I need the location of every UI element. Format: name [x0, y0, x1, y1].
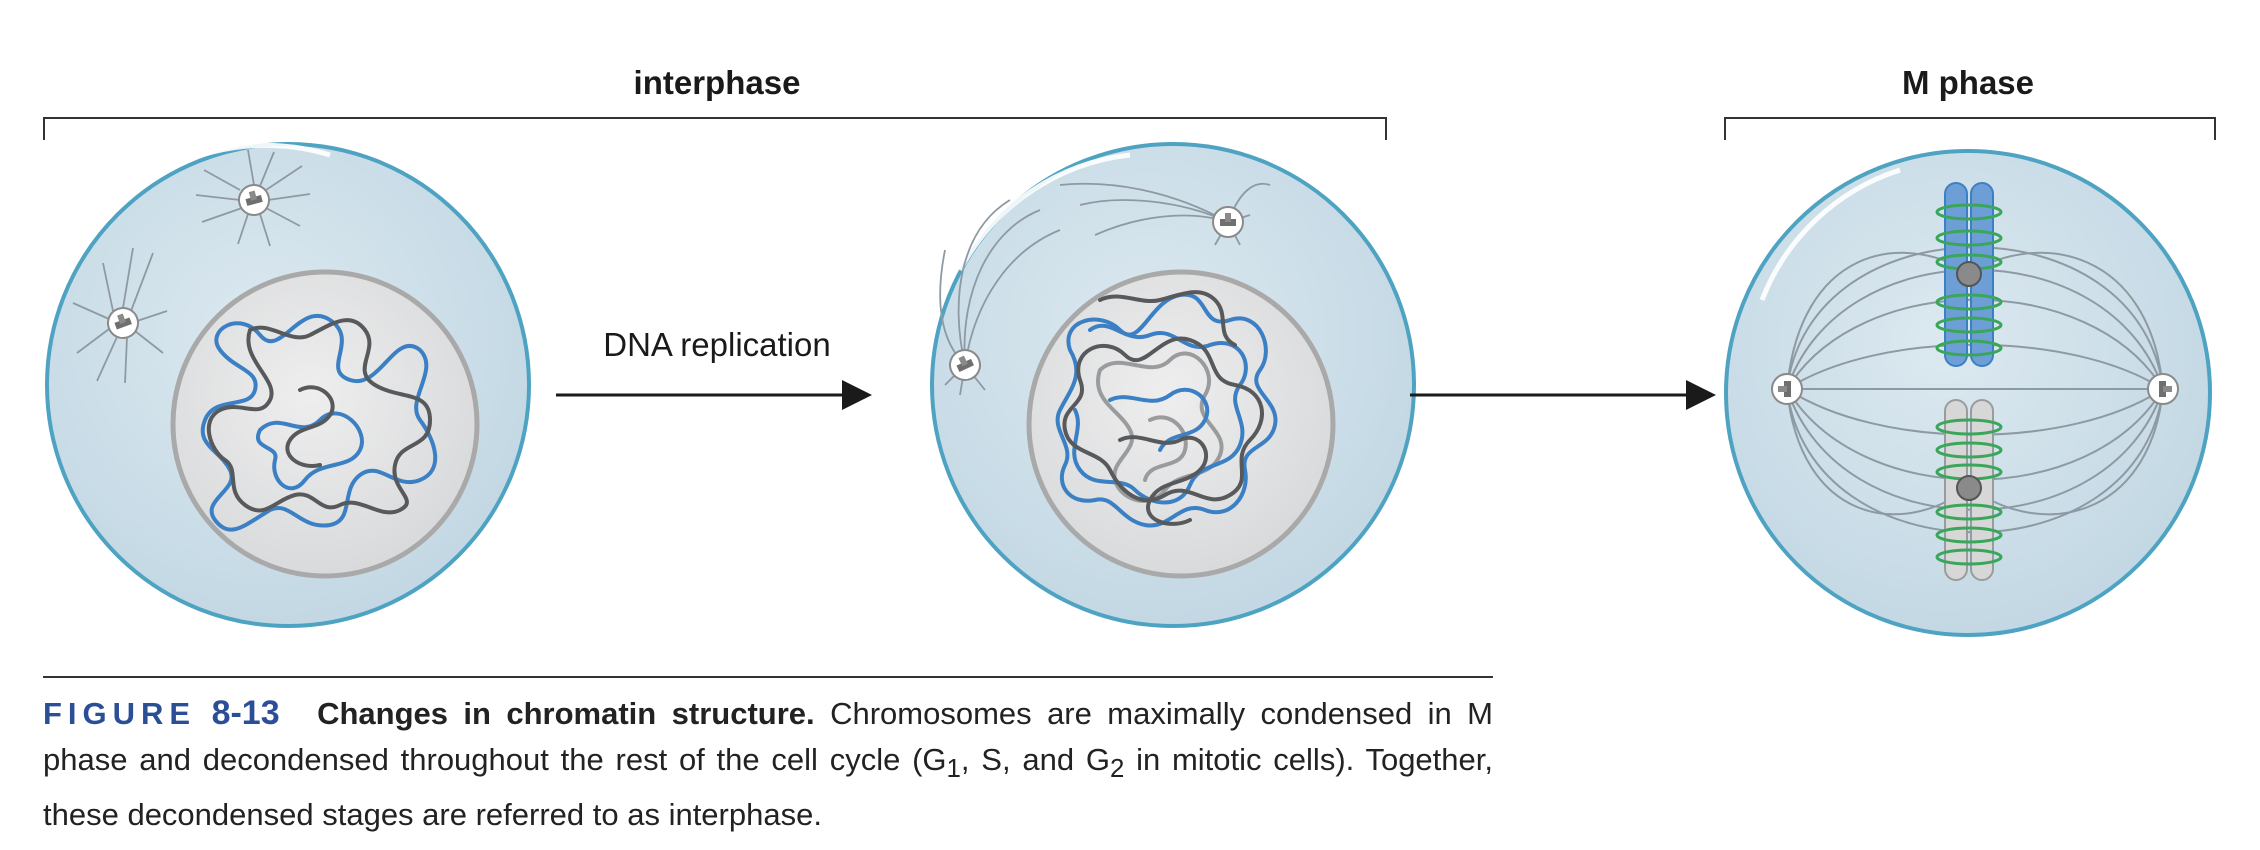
- centrosome-icon: [1771, 373, 1803, 405]
- condensed-chromosome-gray: [1935, 399, 2003, 581]
- caption-text-2: , S, and G: [960, 742, 1110, 777]
- cell-m-phase: [1724, 149, 2212, 637]
- cell-interphase-g2: [930, 142, 1416, 628]
- cell-interphase-g1: [45, 142, 531, 628]
- figure-caption: FIGURE 8-13 Changes in chromatin structu…: [43, 690, 1493, 838]
- interphase-label: interphase: [634, 64, 801, 101]
- dna-replication-label: DNA replication: [603, 326, 830, 363]
- nucleus: [1026, 269, 1336, 579]
- chromatin: [1055, 290, 1278, 528]
- centrosome-icon: [1212, 206, 1244, 238]
- caption-title: Changes in chromatin structure.: [317, 696, 815, 731]
- cell-membrane: [1724, 149, 2212, 637]
- interphase-bracket: interphase: [43, 64, 1387, 140]
- centrosome-icon: [2147, 373, 2179, 405]
- caption-text-3: in mitotic cells). Together, these decon…: [43, 742, 1493, 833]
- m-phase-label: M phase: [1902, 64, 2034, 101]
- caption-sub-2: 2: [1109, 755, 1125, 784]
- caption-rule: [43, 676, 1493, 678]
- figure-number: 8-13: [211, 694, 280, 732]
- dna-replication-arrow: DNA replication: [556, 326, 872, 410]
- chromatin: [200, 313, 438, 532]
- caption-sub-1: 1: [946, 755, 961, 784]
- m-phase-bracket: M phase: [1724, 64, 2216, 140]
- caption-text-1: Chromosomes are maximally condensed in M…: [43, 696, 1493, 777]
- centrosome-icon: [72, 247, 168, 384]
- centrosome-icon: [195, 149, 311, 247]
- condensed-chromosome-blue: [1935, 182, 2003, 367]
- figure-label: FIGURE: [43, 696, 197, 731]
